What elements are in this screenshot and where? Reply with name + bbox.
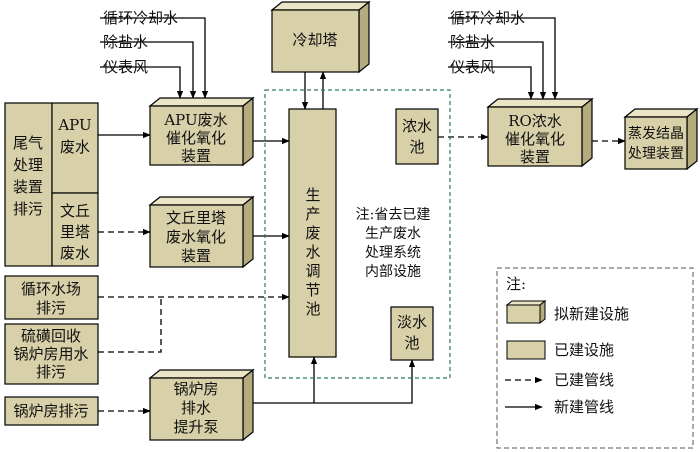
ro-oxidation-label-1: RO浓水 bbox=[508, 112, 562, 130]
boiler-pump-label-3: 提升泵 bbox=[173, 418, 218, 436]
pool-char-3: 废 bbox=[305, 224, 320, 242]
desulfur-label-3: 排污 bbox=[36, 363, 66, 381]
inner-note-line-3: 处理系统 bbox=[365, 245, 421, 261]
boiler-pump-label-1: 锅炉房 bbox=[173, 380, 218, 398]
legend-title: 注: bbox=[506, 275, 526, 293]
right-input-instrument-air: 仪表风 bbox=[450, 58, 495, 76]
fresh-pool-box: 淡水 池 bbox=[390, 306, 434, 361]
apu-oxidation-label-1: APU废水 bbox=[163, 111, 227, 129]
venturi-wastewater-label-2: 里塔 bbox=[60, 223, 90, 241]
left-input-instrument-air: 仪表风 bbox=[103, 58, 148, 76]
desalted-line-right bbox=[448, 41, 547, 100]
ro-oxidation-label-3: 装置 bbox=[520, 148, 550, 166]
inner-note-line-1: 注:省去已建 bbox=[356, 207, 431, 223]
apu-wastewater-label-1: APU bbox=[57, 116, 91, 134]
ro-oxidation-box: RO浓水 催化氧化 装置 bbox=[486, 97, 594, 168]
legend-new-facility-label: 拟新建设施 bbox=[554, 305, 629, 323]
right-input-circ-cooling: 循环冷却水 bbox=[450, 9, 525, 27]
left-input-desalted: 除盐水 bbox=[103, 33, 148, 51]
legend-new-pipe-label: 新建管线 bbox=[554, 398, 614, 416]
legend: 注: 拟新建设施 已建设施 已建管线 新建管线 bbox=[496, 267, 694, 449]
desulfur-label-1: 硫磺回收 bbox=[21, 327, 81, 345]
evaporation-label-2: 处理装置 bbox=[628, 146, 684, 162]
venturi-oxidation-label-2: 废水氧化 bbox=[166, 228, 226, 246]
left-input-circ-cooling: 循环冷却水 bbox=[103, 9, 178, 27]
desulfur-boiler-box: 硫磺回收 锅炉房用水 排污 bbox=[4, 323, 99, 385]
pool-char-5: 调 bbox=[305, 262, 320, 280]
pool-char-6: 节 bbox=[305, 281, 320, 299]
circ-cooling-line-right bbox=[448, 17, 559, 100]
desulfur-label-2: 锅炉房用水 bbox=[13, 345, 88, 363]
desalted-line-left bbox=[100, 41, 197, 99]
venturi-oxidation-box: 文丘里塔 废水氧化 装置 bbox=[148, 195, 255, 269]
legend-existing-facility-swatch bbox=[506, 340, 546, 360]
apu-oxidation-label-2: 催化氧化 bbox=[166, 129, 226, 147]
ro-oxidation-label-2: 催化氧化 bbox=[505, 130, 565, 148]
apu-utility-lines bbox=[100, 17, 209, 99]
circ-water-label-1: 循环水场 bbox=[21, 280, 81, 298]
evaporation-label-1: 蒸发结晶 bbox=[628, 126, 684, 142]
fresh-pool-label-1: 淡水 bbox=[397, 313, 427, 331]
tail-gas-label-1: 尾气 bbox=[13, 134, 43, 152]
inner-note: 注:省去已建 生产废水 处理系统 内部设施 bbox=[356, 207, 431, 280]
venturi-wastewater-box: 文丘 里塔 废水 bbox=[51, 192, 99, 267]
fresh-pool-label-2: 池 bbox=[404, 334, 419, 352]
venturi-wastewater-label-3: 废水 bbox=[60, 244, 90, 262]
tail-gas-label-2: 处理 bbox=[13, 156, 43, 174]
venturi-oxidation-label-1: 文丘里塔 bbox=[166, 209, 226, 227]
apu-oxidation-label-3: 装置 bbox=[181, 147, 211, 165]
regulating-pool-box: 生 产 废 水 调 节 池 bbox=[288, 108, 337, 358]
concentrate-label-1: 浓水 bbox=[402, 117, 432, 135]
circ-water-label-2: 排污 bbox=[36, 299, 66, 317]
legend-existing-facility-label: 已建设施 bbox=[554, 341, 614, 359]
right-input-desalted: 除盐水 bbox=[450, 33, 495, 51]
boiler-discharge-box: 锅炉房排污 bbox=[4, 396, 99, 426]
tail-gas-label-4: 排污 bbox=[13, 200, 43, 218]
venturi-oxidation-label-3: 装置 bbox=[181, 247, 211, 265]
pool-char-1: 生 bbox=[305, 186, 320, 204]
tail-gas-box: 尾气 处理 装置 排污 bbox=[4, 102, 53, 267]
venturi-wastewater-label-1: 文丘 bbox=[60, 202, 90, 220]
cooling-tower-label: 冷却塔 bbox=[292, 31, 337, 49]
tail-gas-label-3: 装置 bbox=[13, 178, 43, 196]
boiler-discharge-label: 锅炉房排污 bbox=[13, 402, 88, 420]
boiler-pump-box: 锅炉房 排水 提升泵 bbox=[148, 368, 255, 442]
pool-char-7: 池 bbox=[305, 300, 320, 318]
apu-oxidation-box: APU废水 催化氧化 装置 bbox=[148, 96, 255, 167]
pump-to-fresh-pool-line bbox=[243, 359, 416, 404]
legend-existing-pipe-label: 已建管线 bbox=[554, 371, 614, 389]
instrument-air-line-right bbox=[448, 66, 535, 100]
apu-wastewater-label-2: 废水 bbox=[60, 138, 90, 156]
legend-new-facility-swatch bbox=[505, 299, 547, 325]
existing-system-frame bbox=[264, 89, 451, 379]
pool-char-2: 产 bbox=[305, 205, 320, 223]
ro-utility-lines bbox=[448, 17, 559, 100]
concentrate-label-2: 池 bbox=[409, 138, 424, 156]
instrument-air-line-left bbox=[100, 66, 184, 99]
apu-wastewater-box: APU 废水 bbox=[51, 102, 99, 194]
boiler-pump-label-2: 排水 bbox=[181, 399, 211, 417]
evaporation-box: 蒸发结晶 处理装置 bbox=[623, 107, 699, 171]
circ-cooling-line-left bbox=[100, 17, 209, 99]
cooling-tower-box: 冷却塔 bbox=[270, 0, 371, 74]
inner-note-line-4: 内部设施 bbox=[365, 264, 421, 280]
inner-note-line-2: 生产废水 bbox=[365, 226, 421, 242]
circ-water-discharge-box: 循环水场 排污 bbox=[4, 275, 99, 320]
desulfur-to-pool-line bbox=[98, 297, 162, 353]
concentrate-pool-box: 浓水 池 bbox=[395, 108, 439, 165]
pool-char-4: 水 bbox=[305, 243, 320, 261]
